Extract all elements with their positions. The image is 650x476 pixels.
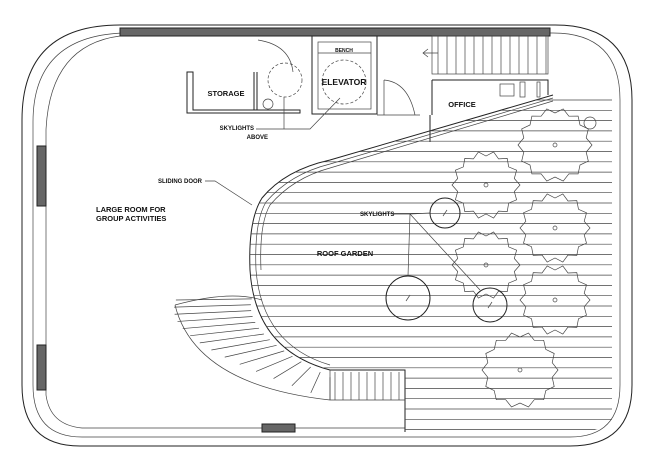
inner-wall [32,32,621,438]
garden-skylights [385,197,508,323]
left-room-line [45,35,405,429]
garden-edge [249,94,554,432]
office-hall-door [377,79,420,116]
stair-tread [224,344,277,358]
left-wall-lower [36,344,47,391]
bottom-wall [261,423,296,433]
sliding-door-leader [205,180,253,206]
storage-door [257,39,294,73]
left-wall-upper [36,145,47,207]
office-label: OFFICE [448,100,476,109]
office-room [429,79,549,142]
tree-icon [451,151,521,219]
skylight-above-1 [267,62,303,98]
storage-label: STORAGE [208,89,245,98]
stair-tread [291,366,311,386]
stair-tread [273,361,302,379]
large-room-label-1: LARGE ROOM FOR [96,205,166,214]
skylights-above-label-2: ABOVE [247,135,268,141]
stair-tread [211,339,270,351]
spiral-stair [174,295,405,401]
drain-icon [583,116,597,130]
large-room-label-2: GROUP ACTIVITIES [96,214,166,223]
skylights-label: SKYLIGHTS [360,212,394,218]
stair-tread [310,371,321,394]
stair-tread [190,327,260,337]
stair-tread [182,322,256,329]
skylight-above-2 [321,59,367,105]
skylights-above-leader [256,97,341,130]
bench-label: BENCH [335,48,353,54]
stair-tread [177,316,253,322]
stair-tread [174,304,251,308]
stair-tread [174,310,252,315]
skylights-above-label-1: SKYLIGHTS [220,126,254,132]
stair-tread [239,350,285,365]
outer-wall [21,24,633,447]
storage-room [186,71,301,114]
tree-icon [481,332,559,408]
trees [451,108,593,408]
tree-icon [517,108,593,182]
stair-tread [175,298,252,301]
sliding-door-label: SLIDING DOOR [158,179,203,185]
elevator-label: ELEVATOR [322,77,367,87]
toilet-icon [262,98,274,110]
stair-arrow-icon [422,48,438,58]
tree-icon [519,265,591,335]
skylight-icon [472,287,508,323]
stair-tread [255,356,293,372]
top-stair [431,35,549,75]
skylights-leader [392,212,481,291]
top-wall [119,27,551,37]
tree-icon [451,231,521,299]
tree-icon [519,193,591,263]
stair-tread [199,333,264,344]
elevator-shaft [311,35,378,115]
roof-garden-label: ROOF GARDEN [317,249,373,258]
